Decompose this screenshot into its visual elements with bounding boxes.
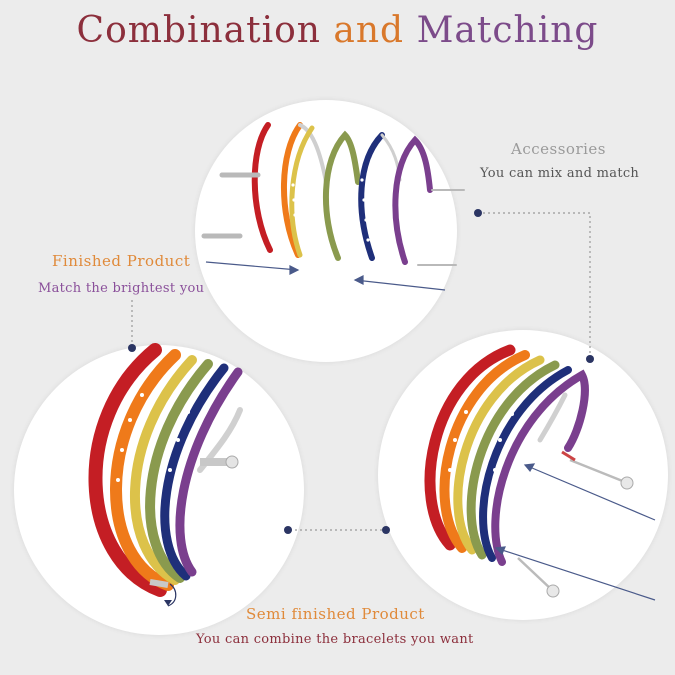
bracelet-studs xyxy=(291,158,374,242)
semi-inner-silver xyxy=(537,392,568,443)
semi-navy xyxy=(479,366,572,562)
semi-finished-heading: Semi finished Product xyxy=(246,605,425,623)
stack-purple xyxy=(175,367,243,577)
bracelet-orange xyxy=(281,122,303,258)
bracelet-purple xyxy=(392,135,433,265)
title-word-combination: Combination xyxy=(76,10,321,51)
accessories-subtitle: You can mix and match xyxy=(480,166,640,181)
semi-arrows xyxy=(494,463,656,601)
stack-orange xyxy=(110,349,181,591)
connector-dot xyxy=(284,526,292,534)
connector-dot xyxy=(586,355,594,363)
stack-yellow xyxy=(129,355,197,585)
finished-studs xyxy=(116,386,202,482)
bracelet-silver-top xyxy=(298,123,328,184)
semi-olive xyxy=(466,360,560,560)
bracelet-navy xyxy=(358,132,385,261)
connector-dot xyxy=(474,209,482,217)
semi-yellow xyxy=(453,355,545,555)
direction-arrows xyxy=(205,261,446,291)
semi-finished-subtitle: You can combine the bracelets you want xyxy=(196,632,474,647)
semi-pins xyxy=(517,450,634,598)
separate-bracelets xyxy=(251,122,433,265)
title-word-matching: Matching xyxy=(416,10,599,51)
connector-dot xyxy=(382,526,390,534)
bracelet-yellow xyxy=(289,125,315,258)
finished-product-heading: Finished Product xyxy=(52,252,191,270)
finished-pin-cap xyxy=(149,455,239,607)
finished-bracelets xyxy=(88,343,243,597)
accessories-heading: Accessories xyxy=(511,140,606,158)
semi-purple xyxy=(491,369,589,566)
semi-studs xyxy=(448,390,530,472)
connector-dots xyxy=(128,209,594,534)
stack-red xyxy=(88,343,167,597)
semi-finished-bracelets xyxy=(424,344,589,566)
accessory-pins xyxy=(201,172,465,266)
semi-red xyxy=(424,344,516,551)
stack-olive xyxy=(145,359,213,583)
finished-product-subtitle: Match the brightest you xyxy=(38,281,205,296)
semi-orange xyxy=(439,350,530,553)
page-title: Combination and Matching xyxy=(0,10,675,51)
connector-dot xyxy=(128,344,136,352)
bracelet-olive xyxy=(322,130,361,261)
connector-lines xyxy=(131,212,591,531)
bracelet-red xyxy=(251,122,273,253)
title-word-and: and xyxy=(333,10,405,51)
stack-navy xyxy=(160,363,229,581)
connector-accessories xyxy=(478,212,591,357)
